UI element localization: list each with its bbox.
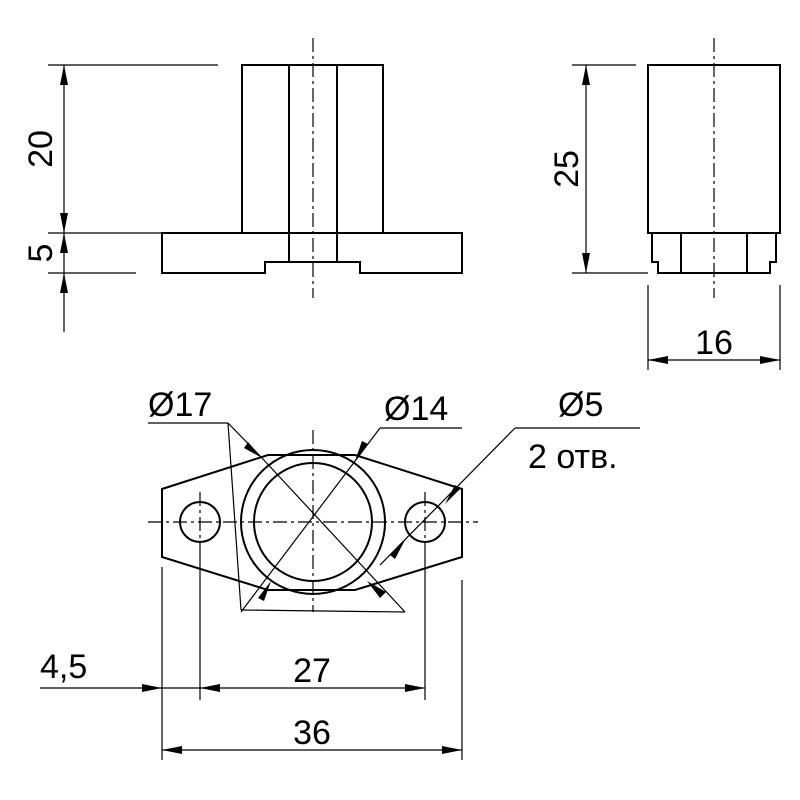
dia17-diameter-line [240, 609, 406, 613]
dim-25-arrow-top [582, 65, 590, 85]
dim-holes-count-label: 2 отв. [528, 438, 618, 476]
dim-36-arrow-right [442, 746, 462, 754]
dim-16-arrow-right [760, 356, 780, 364]
dia14-arrow-bottom [258, 581, 271, 601]
dim-5-label: 5 [22, 244, 60, 263]
dia5-arrow-top [445, 485, 460, 504]
dia17-arrow [244, 442, 262, 458]
top-boss-circle [240, 449, 386, 595]
leader-dia17 [227, 422, 242, 611]
dim-27-label: 27 [293, 652, 331, 690]
top-view: Ø17 Ø14 Ø5 2 отв. 4,5 27 36 [40, 386, 640, 760]
dim-27-arrow-right [405, 684, 425, 692]
leader-dia14 [240, 427, 381, 613]
front-base-outline [161, 232, 463, 274]
dim-20-label: 20 [22, 130, 60, 168]
dia14-diag [261, 457, 406, 613]
top-flange-outline [161, 454, 463, 591]
dim-dia17-label: Ø17 [148, 386, 212, 424]
dia17-arrow-bottom [367, 581, 386, 598]
side-view: 25 16 [548, 38, 781, 370]
dia14-arrow-top [355, 441, 368, 461]
dim-4-5-label: 4,5 [40, 648, 87, 686]
dim-36-label: 36 [293, 714, 331, 752]
dim-25-label: 25 [548, 150, 586, 188]
dim-20-arrow-top [60, 65, 68, 85]
leader-dia5 [379, 427, 516, 566]
dim-25-arrow-bottom [582, 253, 590, 273]
dia5-arrow-bottom [390, 540, 405, 559]
dim-dia14-label: Ø14 [384, 390, 448, 428]
dim-5-arrow-bottom [60, 273, 68, 293]
front-view: 20 5 [22, 38, 463, 332]
dim-20-arrow-bottom [60, 213, 68, 233]
dim-16-label: 16 [695, 324, 733, 362]
dim-16-arrow-left [648, 356, 668, 364]
dim-36-arrow-left [162, 746, 182, 754]
dim-dia5-label: Ø5 [558, 386, 603, 424]
dim-4-5-arrow-left [142, 684, 162, 692]
dim-5-arrow-top [60, 233, 68, 253]
